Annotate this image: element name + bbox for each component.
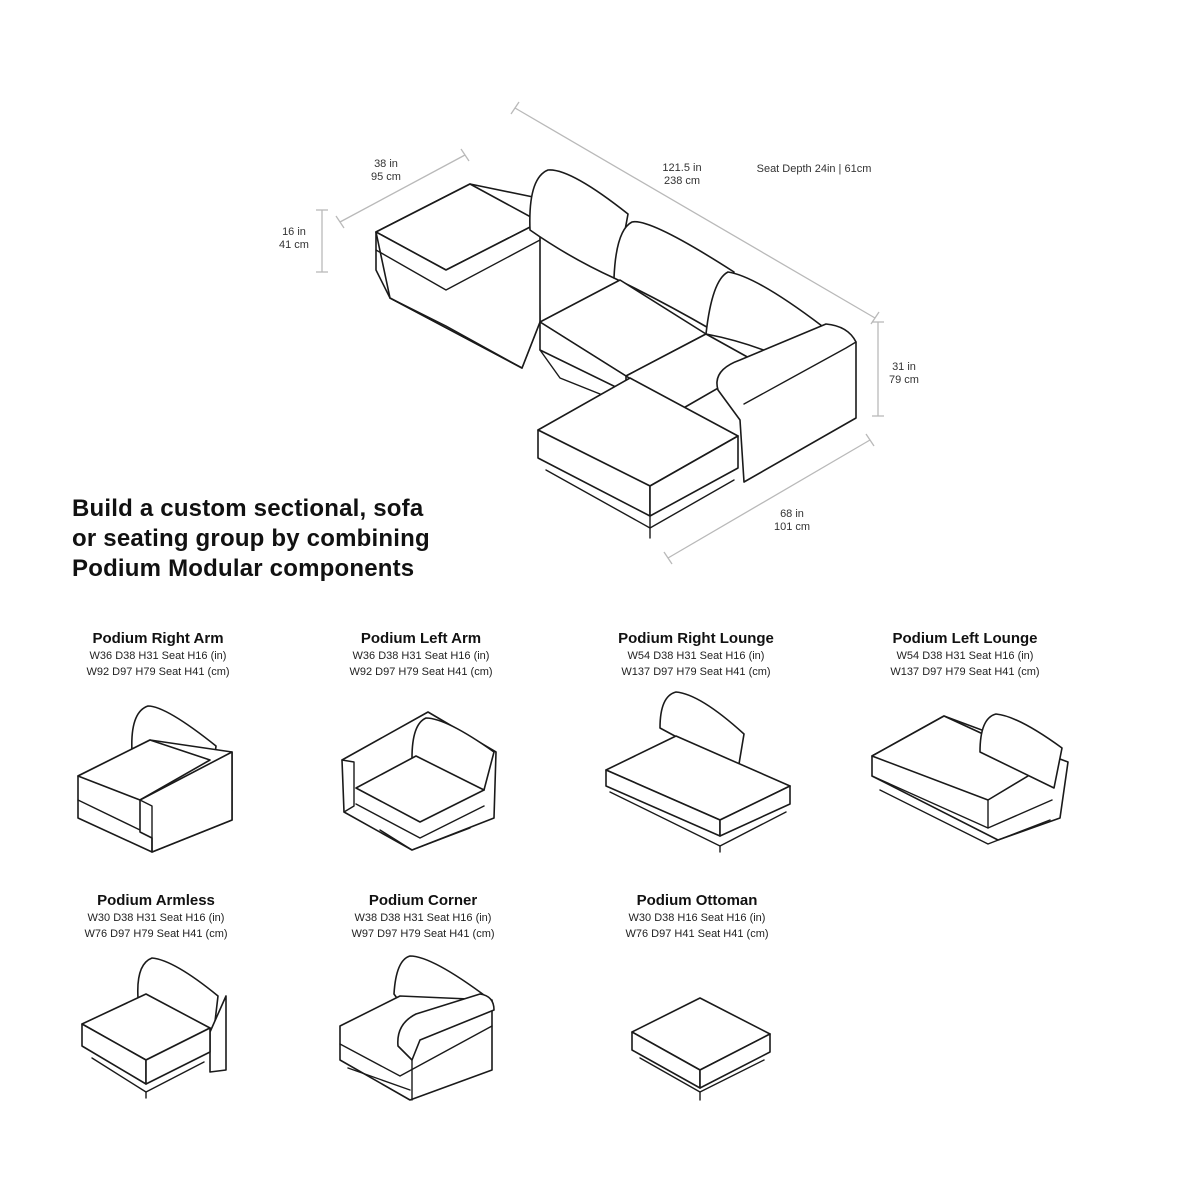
module-corner: Podium Corner W38 D38 H31 Seat H16 (in) … xyxy=(303,892,543,942)
chaise-width-cm: 101 cm xyxy=(773,521,811,533)
corner-module-icon xyxy=(339,955,495,1101)
module-armless: Podium Armless W30 D38 H31 Seat H16 (in)… xyxy=(36,892,276,942)
height-in: 31 in xyxy=(892,361,916,373)
left-arm-module-icon xyxy=(341,711,497,851)
depth-cm: 95 cm xyxy=(371,171,401,183)
module-spec-in: W54 D38 H31 Seat H16 (in) xyxy=(896,650,1034,662)
module-spec-in: W54 D38 H31 Seat H16 (in) xyxy=(627,650,765,662)
depth-in: 38 in xyxy=(374,158,398,170)
chaise-width-in: 68 in xyxy=(780,508,804,520)
right-lounge-module-icon xyxy=(605,691,791,853)
module-name: Podium Corner xyxy=(368,892,478,909)
module-name: Podium Left Arm xyxy=(360,630,482,647)
module-spec-cm: W137 D97 H79 Seat H41 (cm) xyxy=(621,666,771,678)
height-label: 31 in 79 cm xyxy=(878,361,930,387)
seat-depth-label: Seat Depth 24in | 61cm xyxy=(756,163,872,175)
module-spec-in: W38 D38 H31 Seat H16 (in) xyxy=(354,912,492,924)
module-name: Podium Right Arm xyxy=(92,630,224,647)
module-left-lounge: Podium Left Lounge W54 D38 H31 Seat H16 … xyxy=(845,630,1085,680)
module-spec-in: W36 D38 H31 Seat H16 (in) xyxy=(89,650,227,662)
overall-width-label: 121.5 in 238 cm xyxy=(640,162,724,188)
headline-line-3: Podium Modular components xyxy=(72,555,415,582)
ottoman-module-icon xyxy=(631,997,771,1101)
module-spec-cm: W76 D97 H41 Seat H41 (cm) xyxy=(625,928,769,940)
module-name: Podium Right Lounge xyxy=(618,630,774,647)
module-spec-cm: W97 D97 H79 Seat H41 (cm) xyxy=(351,928,495,940)
module-name: Podium Ottoman xyxy=(636,892,758,909)
height-cm: 79 cm xyxy=(889,374,919,386)
module-ottoman: Podium Ottoman W30 D38 H16 Seat H16 (in)… xyxy=(577,892,817,942)
module-right-lounge: Podium Right Lounge W54 D38 H31 Seat H16… xyxy=(576,630,816,680)
module-left-arm: Podium Left Arm W36 D38 H31 Seat H16 (in… xyxy=(301,630,541,680)
headline-line-2: or seating group by combining xyxy=(72,525,430,552)
module-spec-cm: W137 D97 H79 Seat H41 (cm) xyxy=(890,666,1040,678)
module-spec-in: W36 D38 H31 Seat H16 (in) xyxy=(352,650,490,662)
chaise-width-label: 68 in 101 cm xyxy=(762,508,822,534)
module-spec-cm: W92 D97 H79 Seat H41 (cm) xyxy=(349,666,493,678)
headline-line-1: Build a custom sectional, sofa xyxy=(72,495,424,522)
right-arm-module-icon xyxy=(77,705,233,853)
headline: Build a custom sectional, sofa or seatin… xyxy=(72,494,492,584)
depth-label: 38 in 95 cm xyxy=(356,158,416,184)
overall-width-in: 121.5 in xyxy=(662,162,702,174)
module-spec-cm: W92 D97 H79 Seat H41 (cm) xyxy=(86,666,230,678)
sectional-sofa-illustration xyxy=(316,101,884,565)
seat-height-cm: 41 cm xyxy=(279,239,309,251)
armless-module-icon xyxy=(81,957,227,1099)
overall-width-cm: 238 cm xyxy=(663,175,701,187)
left-lounge-module-icon xyxy=(871,713,1069,845)
module-name: Podium Left Lounge xyxy=(892,630,1038,647)
seat-height-in: 16 in xyxy=(282,226,306,238)
module-spec-in: W30 D38 H16 Seat H16 (in) xyxy=(628,912,766,924)
module-spec-cm: W76 D97 H79 Seat H41 (cm) xyxy=(84,928,228,940)
module-name: Podium Armless xyxy=(97,892,215,909)
dimension-lines xyxy=(316,101,884,565)
module-spec-in: W30 D38 H31 Seat H16 (in) xyxy=(87,912,225,924)
seat-height-label: 16 in 41 cm xyxy=(270,226,318,252)
module-right-arm: Podium Right Arm W36 D38 H31 Seat H16 (i… xyxy=(38,630,278,680)
